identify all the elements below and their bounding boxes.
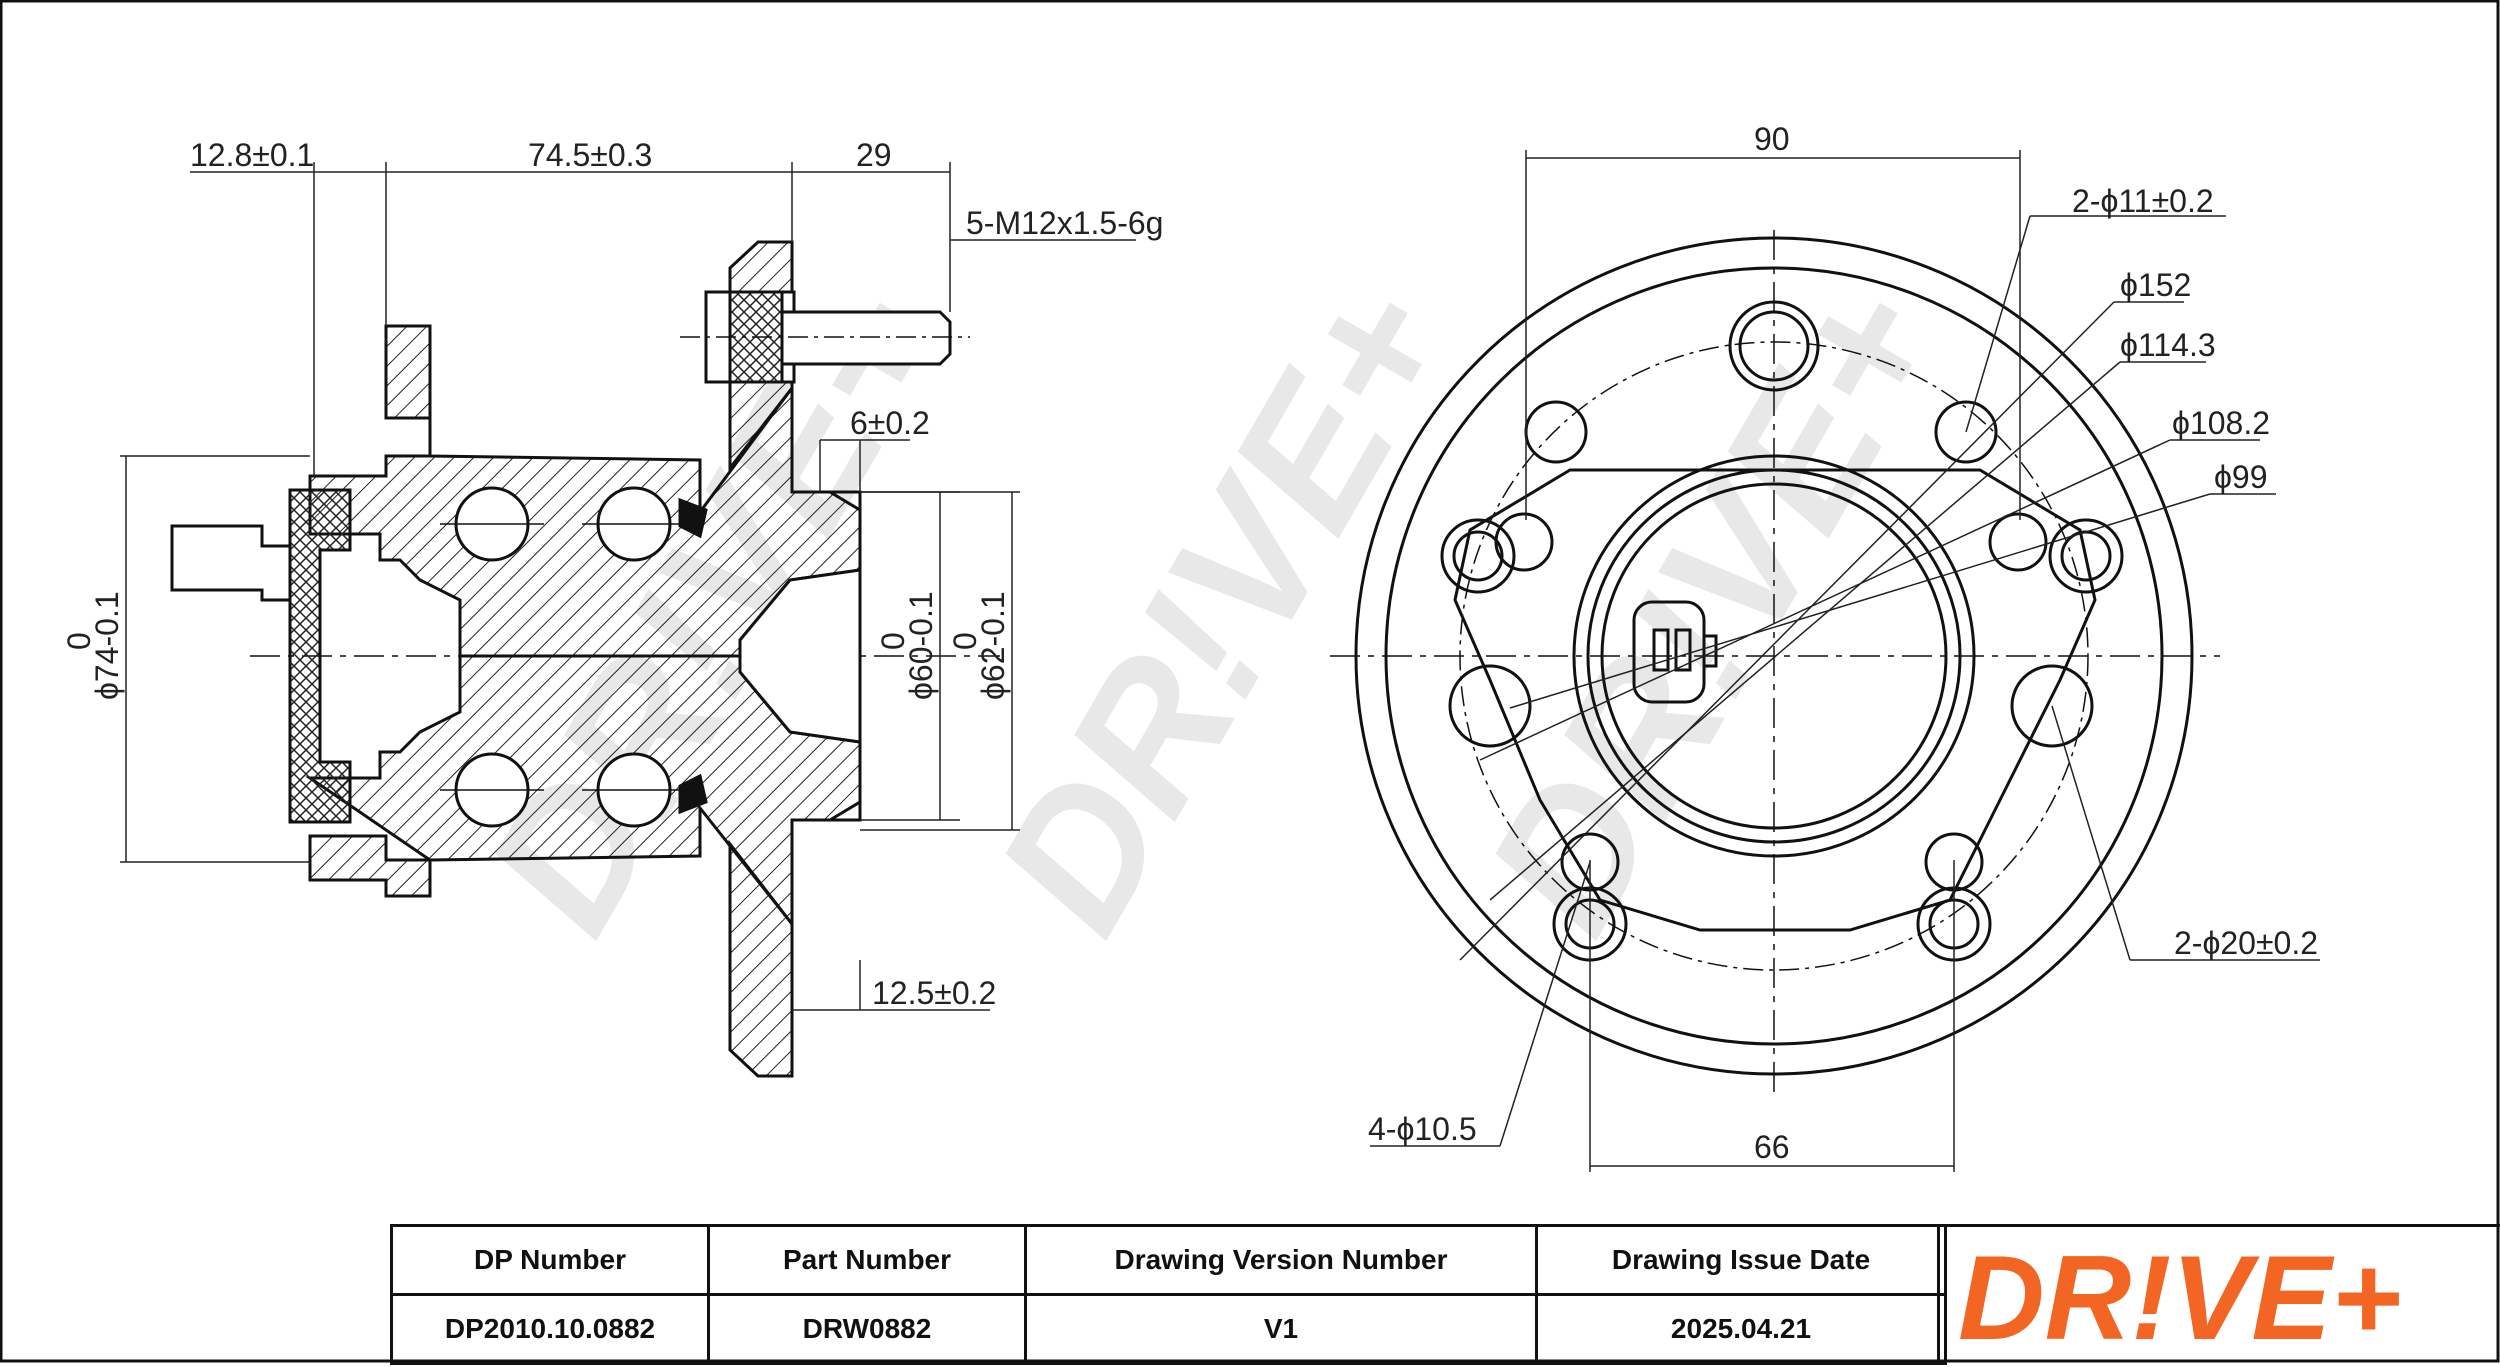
title-block: DP Number Part Number Drawing Version Nu…	[390, 1224, 1947, 1365]
dim-pcd: ϕ114.3	[2120, 327, 2216, 363]
watermark-center: DR!VE+	[956, 250, 1491, 964]
dim-pilot2-dia: ϕ62-0.1	[975, 591, 1011, 700]
value-drawing-version: V1	[1024, 1293, 1538, 1365]
header-issue-date: Drawing Issue Date	[1535, 1224, 1947, 1296]
dim-bore1: ϕ108.2	[2172, 405, 2270, 441]
value-issue-date: 2025.04.21	[1535, 1293, 1947, 1365]
header-part-number: Part Number	[707, 1224, 1027, 1296]
brand-logo-box: DR!VE+	[1937, 1224, 2500, 1365]
dim-hub-length: 74.5±0.3	[528, 137, 652, 173]
left-view-dimensions	[120, 162, 1136, 1011]
dim-flange-thickness: 12.8±0.1	[190, 137, 314, 173]
dim-small-holes: 2-ϕ11±0.2	[2072, 183, 2214, 219]
right-view-dimensions	[1370, 150, 2320, 1172]
dim-spigot: 6±0.2	[850, 405, 930, 441]
dim-stud-thread: 5-M12x1.5-6g	[966, 205, 1163, 241]
value-dp-number: DP2010.10.0882	[390, 1293, 710, 1365]
dim-bottom-span: 66	[1754, 1129, 1790, 1165]
dim-stud-projection: 29	[856, 137, 892, 173]
dim-large-holes: 2-ϕ20±0.2	[2174, 925, 2318, 961]
dim-pilot2-dia-tol: 0	[947, 632, 983, 650]
brand-logo-text: DR!VE+	[1958, 1231, 2401, 1362]
value-part-number: DRW0882	[707, 1293, 1027, 1365]
dim-flange-dia: ϕ152	[2120, 267, 2191, 303]
dim-outer-dia: ϕ74-0.1	[89, 591, 125, 700]
dim-flange-offset: 12.5±0.2	[872, 975, 996, 1011]
dim-pilot-dia: ϕ60-0.1	[903, 591, 939, 700]
dim-pilot-dia-tol: 0	[875, 632, 911, 650]
dim-outer-dia-tol: 0	[61, 632, 97, 650]
header-drawing-version: Drawing Version Number	[1024, 1224, 1538, 1296]
dim-top-span: 90	[1754, 121, 1790, 157]
title-block-header-row: DP Number Part Number Drawing Version Nu…	[390, 1224, 1947, 1296]
brand-logo: DR!VE+	[1958, 1231, 2401, 1365]
header-dp-number: DP Number	[390, 1224, 710, 1296]
svg-text:DR!VE+: DR!VE+	[956, 250, 1491, 964]
dim-bore2: ϕ99	[2214, 459, 2268, 495]
title-block-value-row: DP2010.10.0882 DRW0882 V1 2025.04.21	[390, 1293, 1947, 1365]
dim-mount-holes: 4-ϕ10.5	[1368, 1111, 1477, 1147]
hub-section-view	[170, 240, 1000, 1078]
